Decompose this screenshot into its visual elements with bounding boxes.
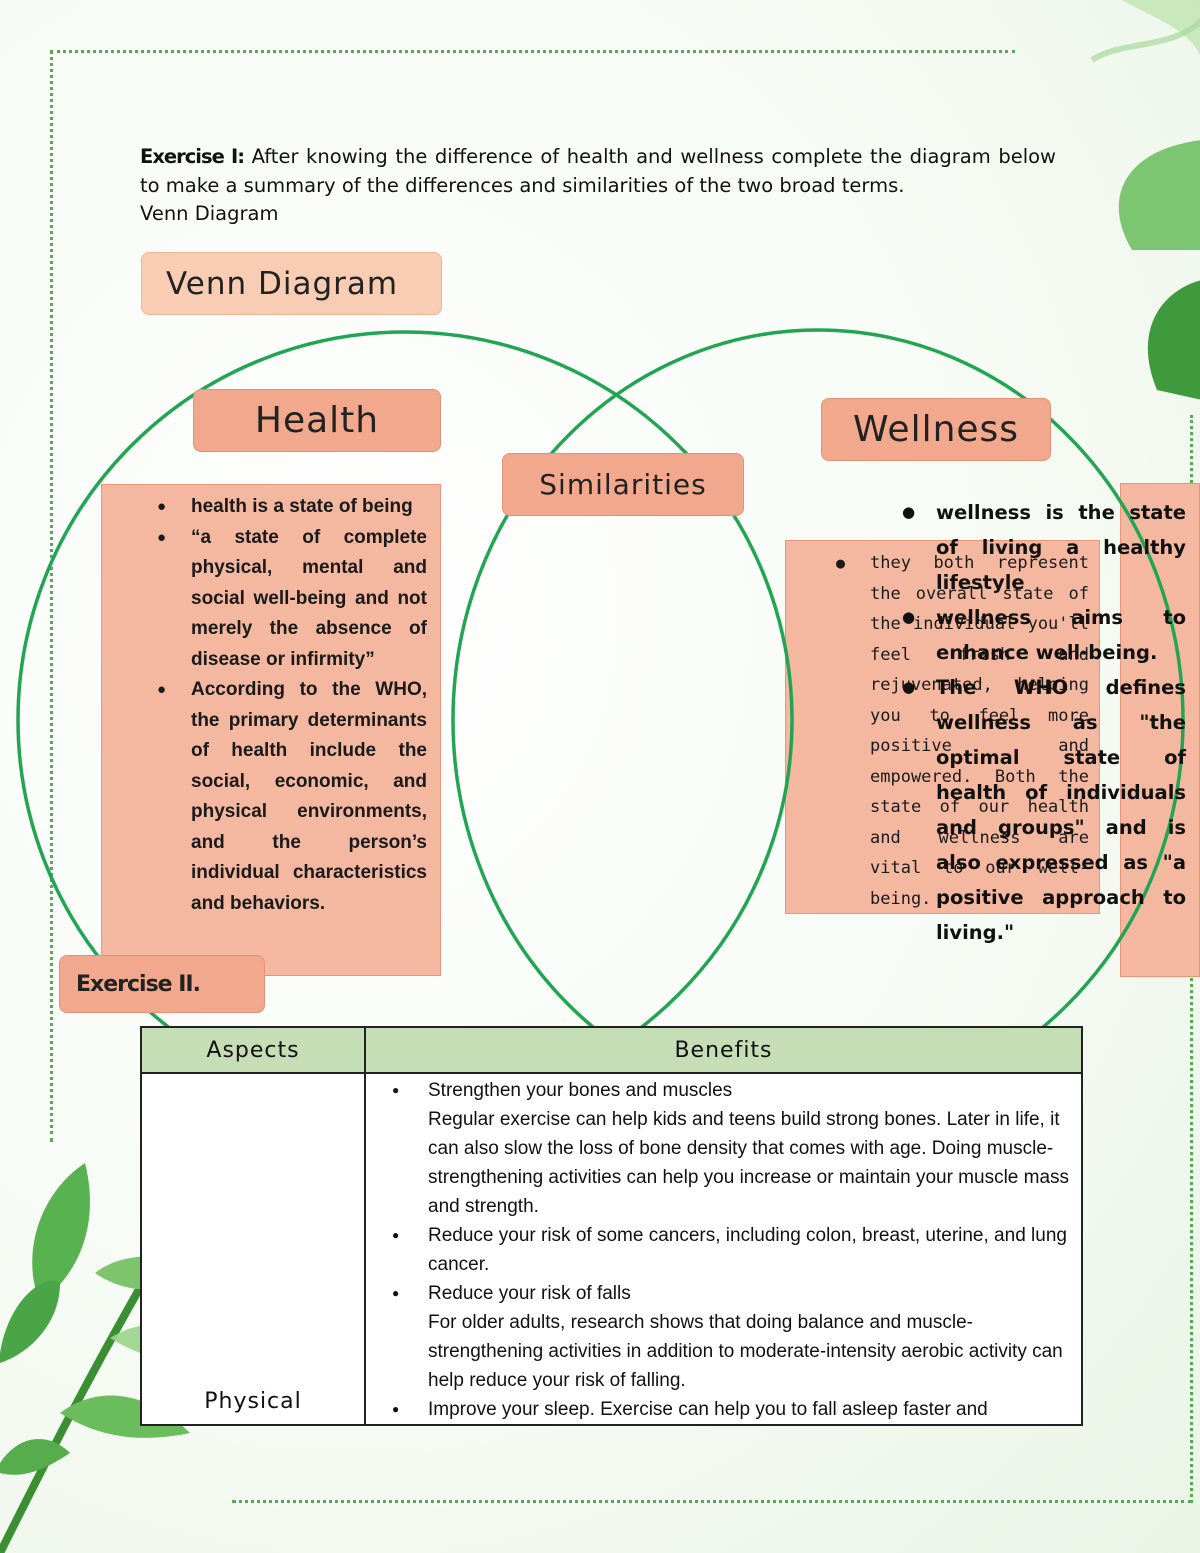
health-label: Health (193, 389, 441, 452)
benefit-bullet: Reduce your risk of some cancers, includ… (428, 1225, 1067, 1275)
dotted-border-left (50, 50, 53, 1142)
aspect-cell: Physical (141, 1073, 365, 1425)
health-label-text: Health (255, 400, 379, 441)
benefit-bullet: Strengthen your bones and muscles (428, 1080, 732, 1101)
wellness-label-text: Wellness (853, 409, 1019, 450)
benefit-item: Reduce your risk of falls For older adul… (388, 1279, 1071, 1395)
wellness-point: The WHO defines wellness as "the optimal… (900, 670, 1186, 950)
benefit-item: Reduce your risk of some cancers, includ… (388, 1221, 1071, 1279)
benefit-bullet: Improve your sleep. Exercise can help yo… (428, 1399, 988, 1420)
similarities-label-text: Similarities (539, 468, 706, 501)
venn-diagram-title: Venn Diagram (141, 252, 442, 315)
table-header-row: Aspects Benefits (141, 1027, 1082, 1073)
dotted-border-top (50, 50, 1015, 53)
benefits-table: Aspects Benefits Physical Strengthen you… (140, 1026, 1083, 1426)
health-points: health is a state of being “a state of c… (155, 492, 427, 919)
wellness-point: wellness aims to enhance well-being. (900, 600, 1186, 670)
dotted-border-bottom (232, 1500, 1192, 1503)
header-aspects: Aspects (141, 1027, 365, 1073)
similarities-label: Similarities (502, 453, 744, 516)
benefit-detail: For older adults, research shows that do… (428, 1312, 1063, 1391)
benefit-bullet: Reduce your risk of falls (428, 1283, 631, 1304)
exercise-1-instructions: Exercise I: After knowing the difference… (140, 143, 1056, 229)
exercise-2-label: Exercise II. (59, 955, 265, 1013)
health-point: “a state of complete physical, mental an… (155, 523, 427, 676)
health-point: According to the WHO, the primary determ… (155, 675, 427, 919)
wellness-points: wellness is the state of living a health… (900, 495, 1186, 950)
venn-caption: Venn Diagram (140, 202, 278, 225)
benefit-item: Strengthen your bones and muscles Regula… (388, 1076, 1071, 1221)
header-benefits: Benefits (365, 1027, 1082, 1073)
exercise-1-instruction: After knowing the difference of health a… (140, 145, 1056, 197)
benefit-detail: Regular exercise can help kids and teens… (428, 1109, 1069, 1217)
exercise-1-label: Exercise I: (140, 145, 244, 168)
wellness-point: wellness is the state of living a health… (900, 495, 1186, 600)
exercise-2-label-text: Exercise II. (76, 972, 200, 997)
wellness-label: Wellness (821, 398, 1051, 461)
health-point: health is a state of being (155, 492, 427, 523)
benefit-item: Improve your sleep. Exercise can help yo… (388, 1395, 1071, 1424)
table-row: Physical Strengthen your bones and muscl… (141, 1073, 1082, 1425)
benefits-cell: Strengthen your bones and muscles Regula… (365, 1073, 1082, 1425)
venn-diagram-title-text: Venn Diagram (166, 266, 398, 302)
leaf-decoration-top-right (1062, 0, 1200, 420)
